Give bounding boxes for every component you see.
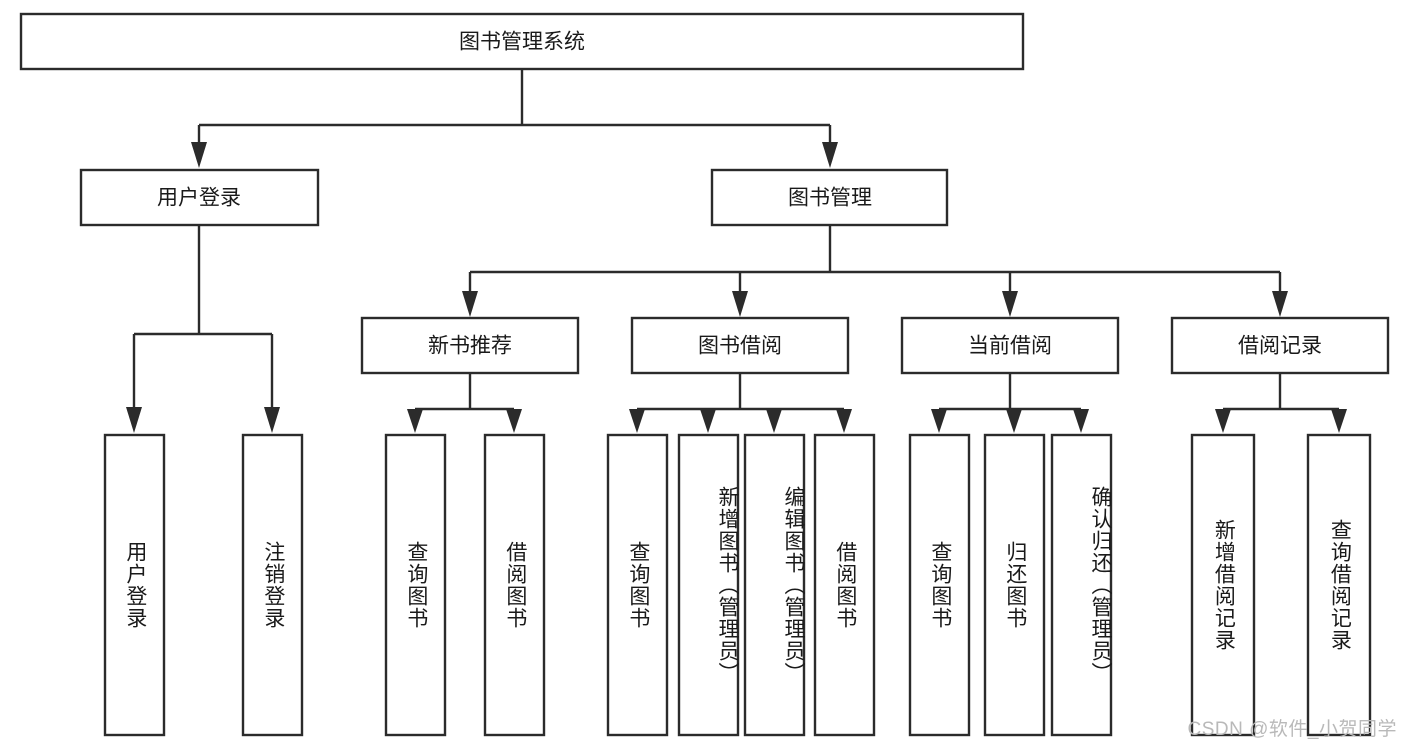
node-book-borrow-label: 图书借阅 <box>698 335 782 358</box>
arrow-to-leaf-return-book <box>1006 409 1022 433</box>
node-new-book-rec-label: 新书推荐 <box>428 335 512 358</box>
arrow-to-borrow-record <box>1272 291 1288 317</box>
arrow-root-to-book-manage <box>822 142 838 168</box>
arrow-to-leaf-query-record <box>1331 409 1347 433</box>
connector-group-book-manage <box>462 225 1288 317</box>
leaf-box-return-book[interactable] <box>983 433 1046 737</box>
node-book-manage-box[interactable] <box>710 168 949 227</box>
node-current-borrow-box[interactable] <box>900 316 1120 375</box>
arrow-to-leaf-query-book-2 <box>629 409 645 433</box>
arrow-to-book-borrow <box>732 291 748 317</box>
connector-group-current-borrow <box>931 373 1089 433</box>
csdn-watermark: CSDN @软件_小贺同学 <box>1187 719 1397 740</box>
node-root[interactable]: 图书管理系统 <box>19 12 1025 71</box>
leaf-box-query-book-3[interactable] <box>908 433 971 737</box>
arrow-to-leaf-query-book-1 <box>407 409 423 433</box>
arrow-to-leaf-confirm-return <box>1073 409 1089 433</box>
node-user-login-label: 用户登录 <box>157 187 241 210</box>
node-book-borrow-box[interactable] <box>630 316 850 375</box>
node-current-borrow-label: 当前借阅 <box>968 335 1052 358</box>
leaf-box-query-record[interactable] <box>1306 433 1372 737</box>
arrow-to-leaf-user-login <box>126 407 142 433</box>
leaf-box-borrow-book-2[interactable] <box>813 433 876 737</box>
leaf-box-user-logout[interactable] <box>241 433 304 737</box>
connector-group-borrow-record <box>1215 373 1347 433</box>
arrow-to-leaf-borrow-book-1 <box>506 409 522 433</box>
arrow-to-new-book-rec <box>462 291 478 317</box>
leaf-box-borrow-book-1[interactable] <box>483 433 546 737</box>
node-new-book-rec-box[interactable] <box>360 316 580 375</box>
leaf-box-confirm-return[interactable] <box>1050 433 1113 737</box>
leaf-box-add-record[interactable] <box>1190 433 1256 737</box>
node-root-box[interactable] <box>19 12 1025 71</box>
node-new-book-rec[interactable]: 新书推荐 <box>360 316 580 375</box>
node-user-login[interactable]: 用户登录 <box>79 168 320 227</box>
connector-group-new-book-rec <box>407 373 522 433</box>
arrow-to-leaf-user-logout <box>264 407 280 433</box>
leaf-box-edit-book[interactable] <box>743 433 806 737</box>
arrow-to-leaf-query-book-3 <box>931 409 947 433</box>
arrow-to-current-borrow <box>1002 291 1018 317</box>
leaf-box-add-book[interactable] <box>677 433 740 737</box>
connector-group-root <box>191 69 838 168</box>
arrow-root-to-user-login <box>191 142 207 168</box>
arrow-to-leaf-add-record <box>1215 409 1231 433</box>
leaf-box-query-book-1[interactable] <box>384 433 447 737</box>
arrow-to-leaf-add-book <box>700 409 716 433</box>
node-user-login-box[interactable] <box>79 168 320 227</box>
node-borrow-record[interactable]: 借阅记录 <box>1170 316 1390 375</box>
node-book-manage[interactable]: 图书管理 <box>710 168 949 227</box>
connector-group-book-borrow <box>629 373 852 433</box>
arrow-to-leaf-borrow-book-2 <box>836 409 852 433</box>
connector-group-user-login <box>126 225 280 433</box>
node-book-borrow[interactable]: 图书借阅 <box>630 316 850 375</box>
arrow-to-leaf-edit-book <box>766 409 782 433</box>
node-book-manage-label: 图书管理 <box>788 187 872 210</box>
node-current-borrow[interactable]: 当前借阅 <box>900 316 1120 375</box>
leaf-box-user-login[interactable] <box>103 433 166 737</box>
node-borrow-record-box[interactable] <box>1170 316 1390 375</box>
node-root-label: 图书管理系统 <box>459 31 585 54</box>
leaf-boxes-group <box>103 433 1372 737</box>
node-borrow-record-label: 借阅记录 <box>1238 335 1322 358</box>
leaf-box-query-book-2[interactable] <box>606 433 669 737</box>
